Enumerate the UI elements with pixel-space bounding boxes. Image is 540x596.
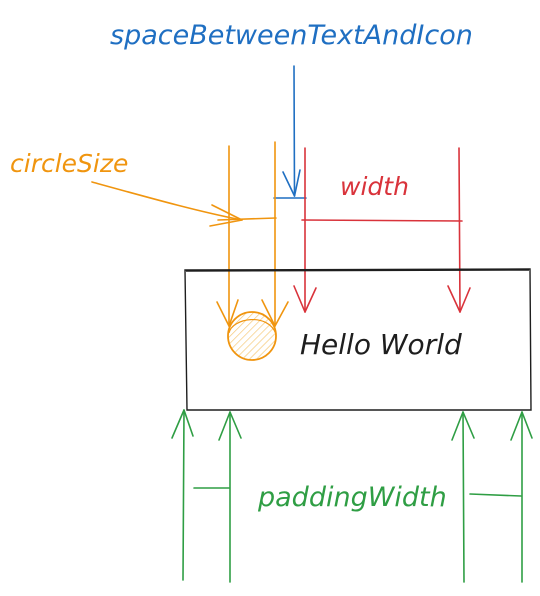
width-label: width — [340, 172, 409, 201]
padding-width-label: paddingWidth — [257, 482, 447, 513]
circle-size-label: circleSize — [10, 149, 128, 178]
hello-world-text: Hello World — [300, 328, 462, 361]
circle-size-pointer-arrow — [91, 181, 243, 227]
content-box — [184, 268, 532, 411]
space-between-arrow — [273, 65, 307, 199]
width-measure — [293, 147, 471, 313]
space-between-text-and-icon-label: spaceBetweenTextAndIcon — [110, 20, 473, 51]
circle-size-measure — [216, 141, 289, 327]
padding-measure — [171, 409, 533, 583]
icon-circle — [227, 311, 277, 361]
